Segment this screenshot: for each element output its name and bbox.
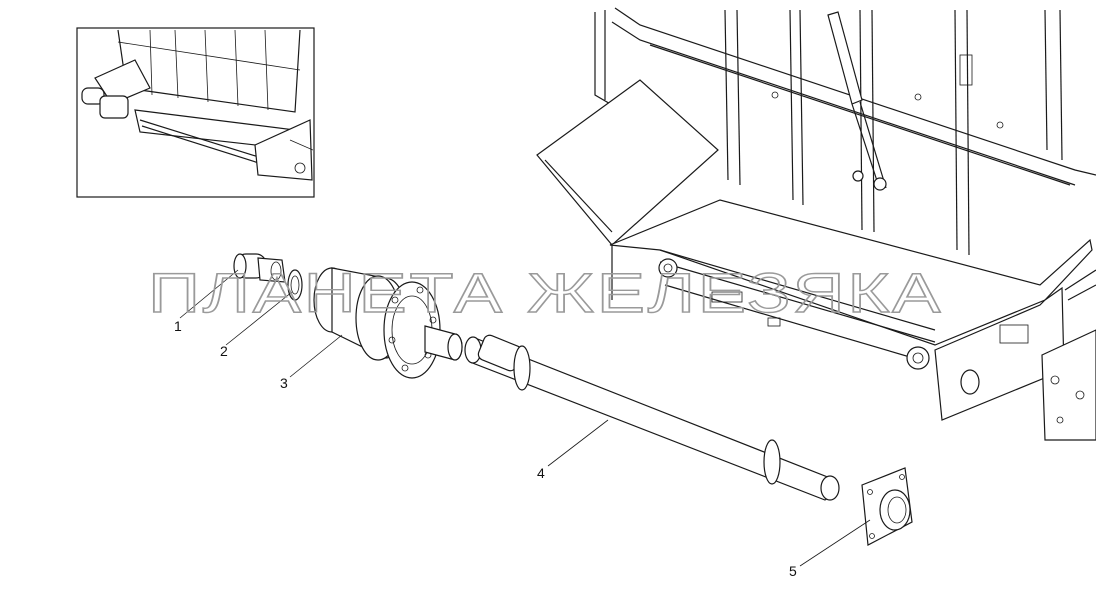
part-3-reducer: [313, 267, 463, 379]
leader-lines: [179, 269, 871, 567]
part-4-shaft: [464, 334, 840, 501]
part-5-flange: [861, 467, 913, 546]
part-1-coupling: [233, 253, 286, 283]
watermark-text: ПЛАНЕТА ЖЕЛЕЗЯКА: [148, 261, 943, 324]
callout-3: 3: [280, 375, 288, 391]
callout-2: 2: [220, 343, 228, 359]
hopper-frame-assembly: [536, 7, 1096, 441]
callout-4: 4: [537, 465, 545, 481]
inset-overview: [76, 27, 315, 198]
callout-1: 1: [174, 318, 182, 334]
callout-5: 5: [789, 563, 797, 579]
